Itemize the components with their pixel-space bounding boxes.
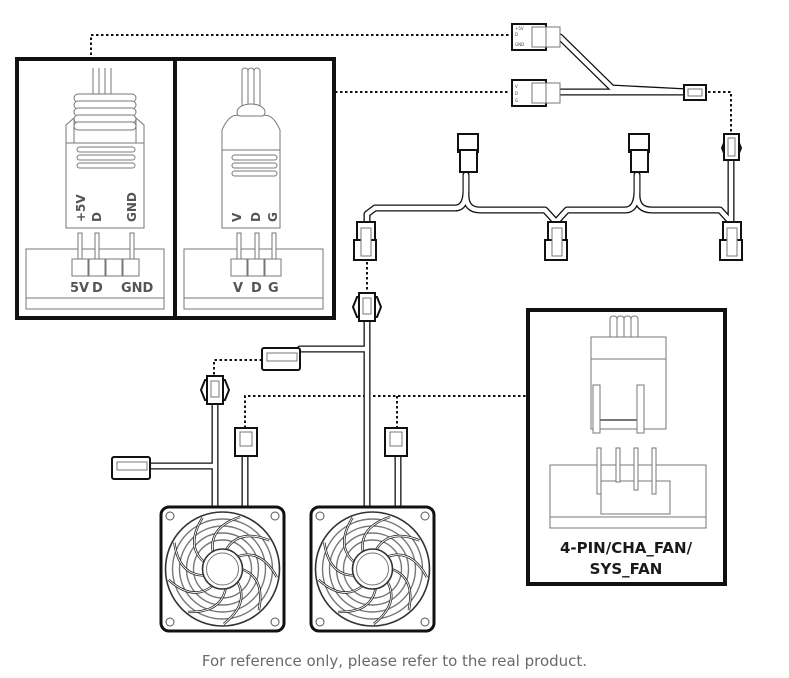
pwm-plug <box>590 315 667 434</box>
fan-outer-ring <box>314 511 431 627</box>
disclaimer-caption: For reference only, please refer to the … <box>201 652 588 670</box>
argb-vdg-panel: V D G V D G <box>173 57 336 320</box>
fan1-pwm-plug <box>234 427 258 457</box>
splitter-label-d2: D <box>515 91 518 96</box>
screw-hole-icon <box>270 617 280 627</box>
splitter-connector-5v: +5V D GND <box>511 23 561 51</box>
hub-input-socket <box>720 133 743 161</box>
plug-label-g: G <box>266 212 280 222</box>
screw-hole-icon <box>315 511 325 521</box>
header-pins <box>71 232 140 277</box>
connector-collar <box>65 93 145 149</box>
fan-hub-inner <box>356 552 389 586</box>
dotted-line-5v-to-splitter <box>90 34 510 60</box>
header-pins <box>230 232 282 277</box>
plug-label-d: D <box>249 212 263 222</box>
header-label-d: D <box>251 281 262 296</box>
hub-plug-3 <box>719 221 743 261</box>
splitter-label-v: V <box>515 84 518 89</box>
fan-outer-ring <box>164 511 281 627</box>
fan-hub-inner <box>206 552 239 586</box>
grip-ridges <box>76 146 136 169</box>
hub-plug-1 <box>353 221 377 261</box>
fan2-pwm-plug <box>384 427 408 457</box>
screw-hole-icon <box>420 617 430 627</box>
pwm-label-line2: SYS_FAN <box>590 560 663 578</box>
hub-socket-1 <box>457 133 479 173</box>
fan-2 <box>309 505 436 633</box>
fan-blade-highlight <box>338 587 377 613</box>
fan-blades <box>164 511 281 627</box>
fan-blade-highlight <box>193 517 205 563</box>
plug-shroud <box>221 114 281 151</box>
dotted-line-pwm <box>244 395 527 428</box>
motherboard-header-board <box>25 248 165 310</box>
fan-blade-highlight <box>173 542 205 576</box>
header-label-gnd: GND <box>121 281 154 296</box>
pwm-motherboard-header <box>549 447 707 529</box>
fan-1 <box>159 505 286 633</box>
plug-label-v: V <box>230 212 244 222</box>
plug-label-5v: +5V <box>74 194 88 222</box>
hub-plug-2 <box>544 221 568 261</box>
plug-label-d: D <box>90 212 104 222</box>
screw-hole-icon <box>270 511 280 521</box>
header-label-5v: 5V <box>70 281 89 296</box>
dotted-line-fan2-to-fan1 <box>213 359 262 377</box>
plug-label-gnd: GND <box>125 192 139 222</box>
dotted-line-splitter-to-hub <box>708 91 732 132</box>
fan-blade-highlight <box>236 554 278 578</box>
splitter-label-g: G <box>515 98 518 103</box>
splitter-output-plug <box>683 84 707 101</box>
fan-blade-highlight <box>211 516 241 553</box>
motherboard-header-board <box>183 248 324 310</box>
fan-blade-highlight <box>373 580 392 625</box>
fan-blade-highlight <box>323 542 355 576</box>
header-label-d: D <box>92 281 103 296</box>
pwm-label-line1: 4-PIN/CHA_FAN/ <box>560 539 693 557</box>
fan-blade-highlight <box>318 579 364 593</box>
splitter-label-d: D <box>515 32 518 37</box>
screw-hole-icon <box>315 617 325 627</box>
fan-blade-highlight <box>188 587 227 613</box>
header-label-v: V <box>233 281 243 296</box>
argb-y-splitter: +5V D GND V D G <box>511 23 707 107</box>
fan-blade-highlight <box>386 554 428 578</box>
screw-hole-icon <box>165 511 175 521</box>
fan-blade-highlight <box>343 517 355 563</box>
splitter-label-gnd: GND <box>515 42 524 47</box>
argb-daisy-chain-cable <box>353 133 743 261</box>
fan-blade-highlight <box>375 535 420 551</box>
fan-blade-highlight <box>361 516 391 553</box>
hub-socket-2 <box>628 133 650 173</box>
connector-wires <box>241 67 261 114</box>
pwm-fan-header-panel: 4-PIN/CHA_FAN/ SYS_FAN <box>526 308 727 586</box>
fan-blade-highlight <box>241 568 261 611</box>
argb-5v-panel: +5V D GND 5V D GND <box>15 57 177 320</box>
fan-blades <box>314 511 431 627</box>
connection-lines <box>90 34 732 428</box>
fan2-argb-in-socket <box>351 292 383 322</box>
splitter-label-5v: +5V <box>515 26 524 31</box>
screw-hole-icon <box>165 617 175 627</box>
fan1-argb-out-plug <box>111 456 151 480</box>
fan-blade-highlight <box>223 580 242 625</box>
grip-ridges <box>231 154 278 177</box>
fan-blade-highlight <box>225 535 270 551</box>
fan-blade-highlight <box>168 579 214 593</box>
fan-blade-highlight <box>391 568 411 611</box>
fan2-argb-out-plug <box>261 347 301 371</box>
screw-hole-icon <box>420 511 430 521</box>
fan-cables <box>146 316 402 516</box>
splitter-connector-vdg: V D G <box>511 79 561 107</box>
fan1-argb-in-socket <box>199 375 231 405</box>
header-label-g: G <box>268 281 279 296</box>
